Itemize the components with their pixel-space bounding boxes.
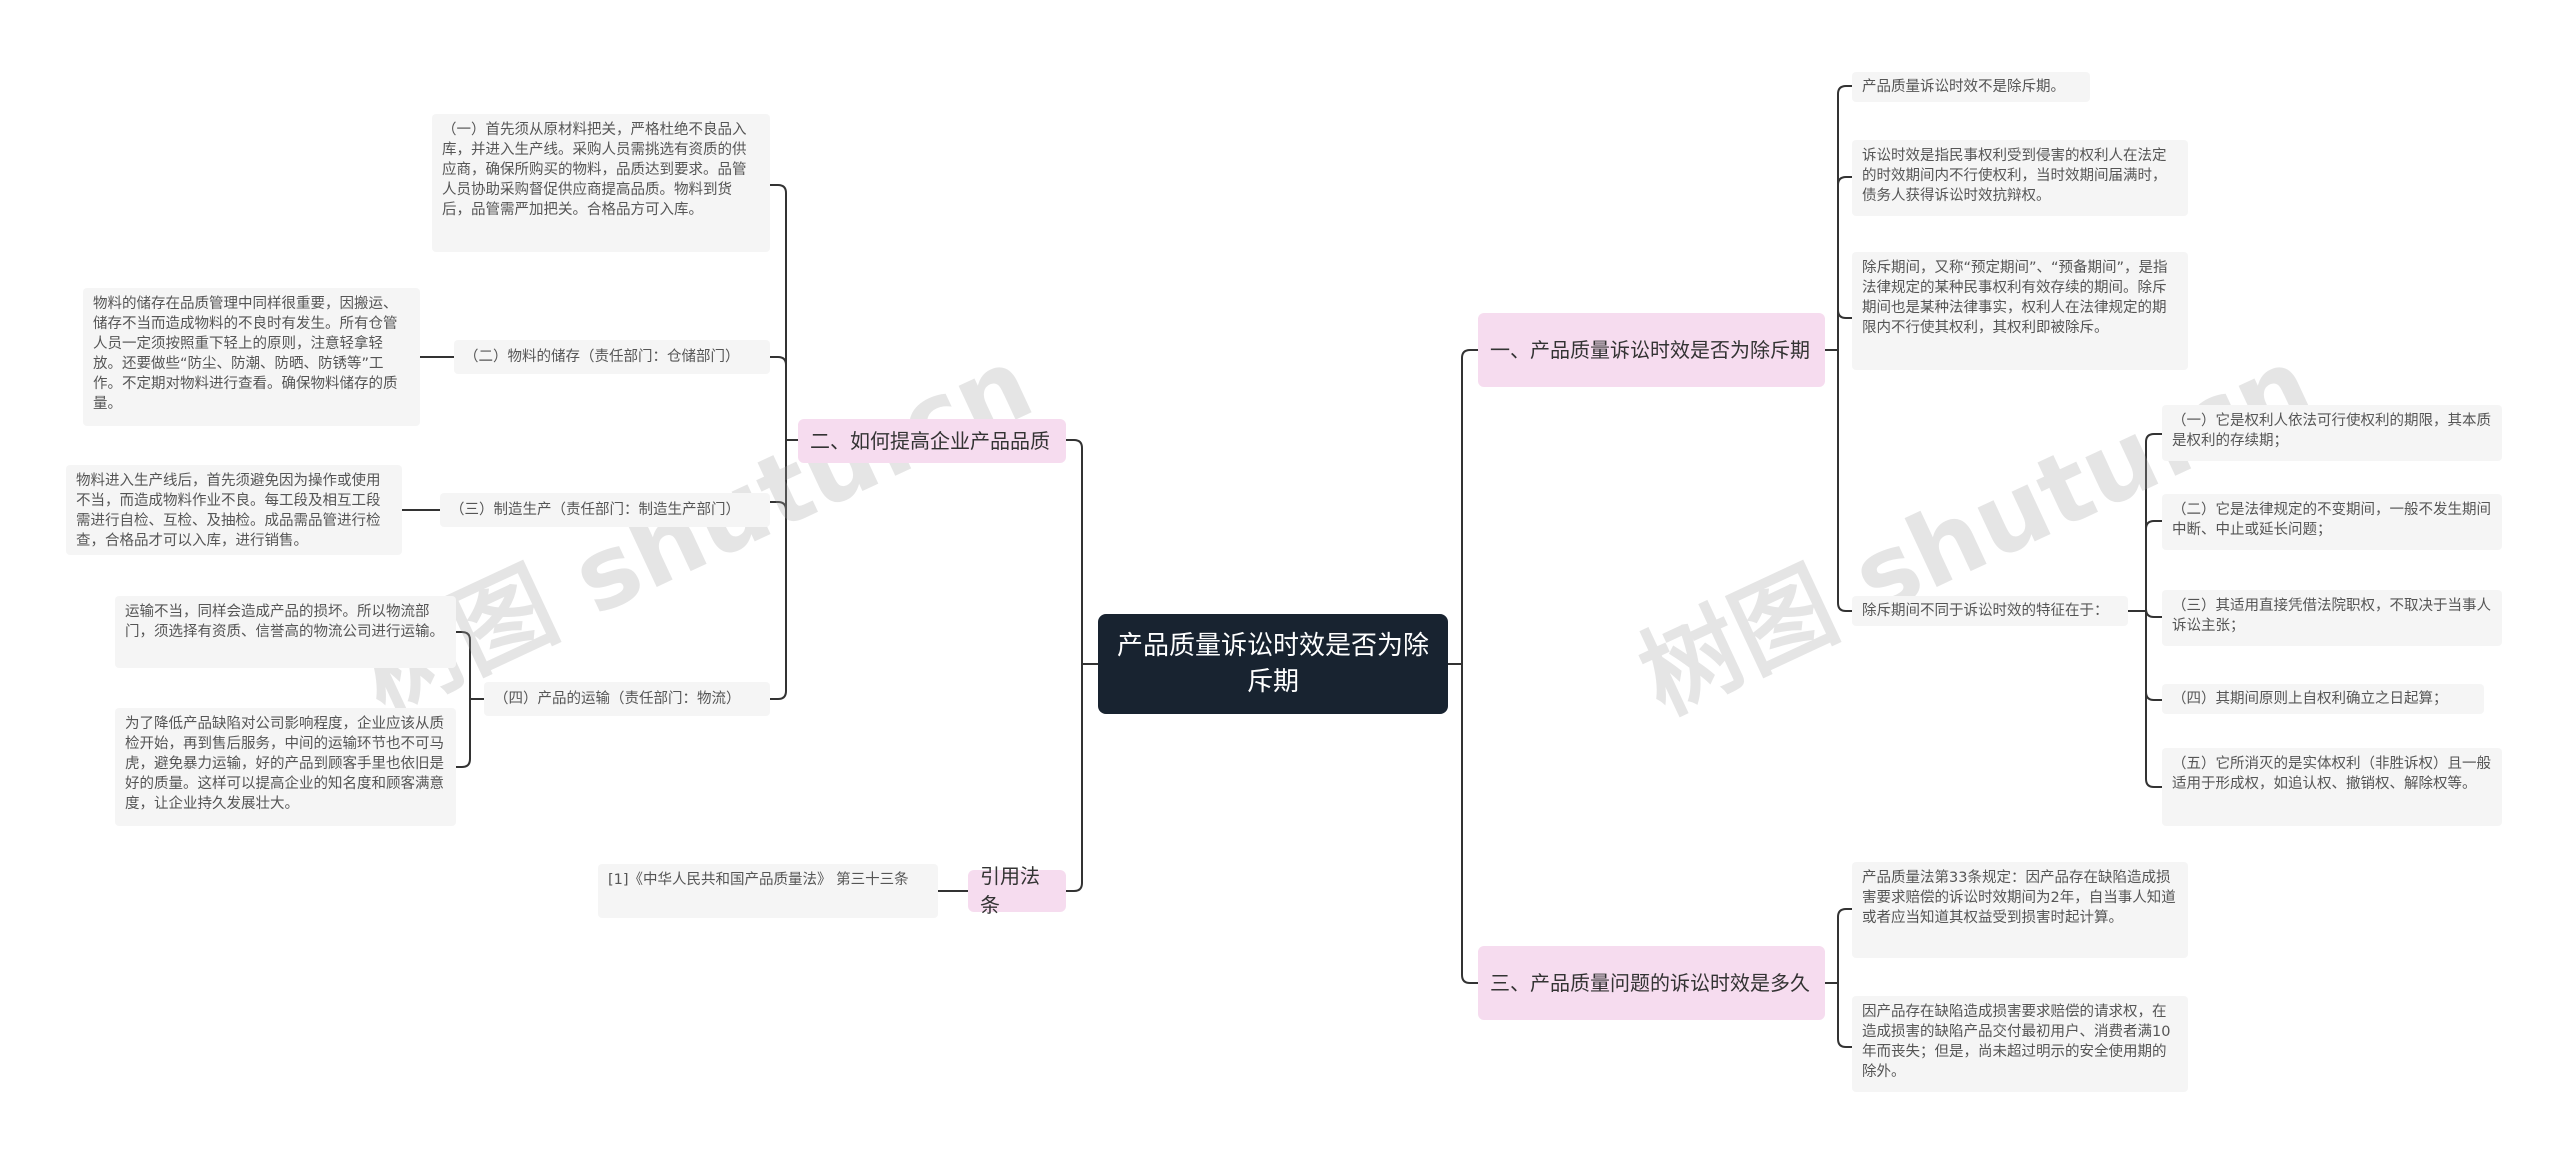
detail-manufacturing[interactable]: 物料进入生产线后，首先须避免因为操作或使用不当，而造成物料作业不良。每工段及相互… (66, 465, 402, 555)
feature-item-5[interactable]: （五）它所消灭的是实体权利（非胜诉权）且一般适用于形成权，如追认权、撤销权、解除… (2162, 748, 2502, 826)
section1-item-2[interactable]: 诉讼时效是指民事权利受到侵害的权利人在法定的时效期间内不行使权利，当时效期间届满… (1852, 140, 2188, 216)
sub-material-storage[interactable]: （二）物料的储存（责任部门：仓储部门） (454, 340, 770, 374)
detail-transportation-1[interactable]: 运输不当，同样会造成产品的损坏。所以物流部门，须选择有资质、信誉高的物流公司进行… (115, 596, 456, 668)
branch-citation[interactable]: 引用法条 (968, 864, 1066, 917)
feature-item-4[interactable]: （四）其期间原则上自权利确立之日起算； (2162, 684, 2484, 714)
section1-item-1[interactable]: 产品质量诉讼时效不是除斥期。 (1852, 72, 2090, 102)
detail-transportation-2[interactable]: 为了降低产品缺陷对公司影响程度，企业应该从质检开始，再到售后服务，中间的运输环节… (115, 708, 456, 826)
section3-item-1[interactable]: 产品质量法第33条规定：因产品存在缺陷造成损害要求赔偿的诉讼时效期间为2年，自当… (1852, 862, 2188, 958)
section1-features-label[interactable]: 除斥期间不同于诉讼时效的特征在于： (1852, 596, 2128, 626)
section1-item-3[interactable]: 除斥期间，又称“预定期间”、“预备期间”，是指法律规定的某种民事权利有效存续的期… (1852, 252, 2188, 370)
feature-item-3[interactable]: （三）其适用直接凭借法院职权，不取决于当事人诉讼主张； (2162, 590, 2502, 646)
feature-item-2[interactable]: （二）它是法律规定的不变期间，一般不发生期间中断、中止或延长问题； (2162, 494, 2502, 550)
citation-item[interactable]: [1]《中华人民共和国产品质量法》 第三十三条 (598, 864, 938, 918)
section3-item-2[interactable]: 因产品存在缺陷造成损害要求赔偿的请求权，在造成损害的缺陷产品交付最初用户、消费者… (1852, 996, 2188, 1092)
link-root-quality (1061, 439, 1099, 665)
link-root-section3 (1447, 663, 1479, 984)
branch-improve-quality[interactable]: 二、如何提高企业产品品质 (798, 419, 1066, 463)
feature-item-1[interactable]: （一）它是权利人依法可行使权利的期限，其本质是权利的存续期； (2162, 405, 2502, 461)
root-topic[interactable]: 产品质量诉讼时效是否为除斥期 (1098, 614, 1448, 714)
detail-material-storage[interactable]: 物料的储存在品质管理中同样很重要，因搬运、储存不当而造成物料的不良时有发生。所有… (83, 288, 420, 426)
link-root-section1 (1447, 349, 1479, 665)
detail-raw-material[interactable]: （一）首先须从原材料把关，严格杜绝不良品入库，并进入生产线。采购人员需挑选有资质… (432, 114, 770, 252)
sub-manufacturing[interactable]: （三）制造生产（责任部门：制造生产部门） (440, 493, 770, 527)
sub-transportation[interactable]: （四）产品的运输（责任部门：物流） (484, 682, 770, 716)
branch-section3[interactable]: 三、产品质量问题的诉讼时效是多久 (1478, 946, 1825, 1020)
branch-section1[interactable]: 一、产品质量诉讼时效是否为除斥期 (1478, 313, 1825, 387)
link-root-citation (1061, 663, 1099, 892)
